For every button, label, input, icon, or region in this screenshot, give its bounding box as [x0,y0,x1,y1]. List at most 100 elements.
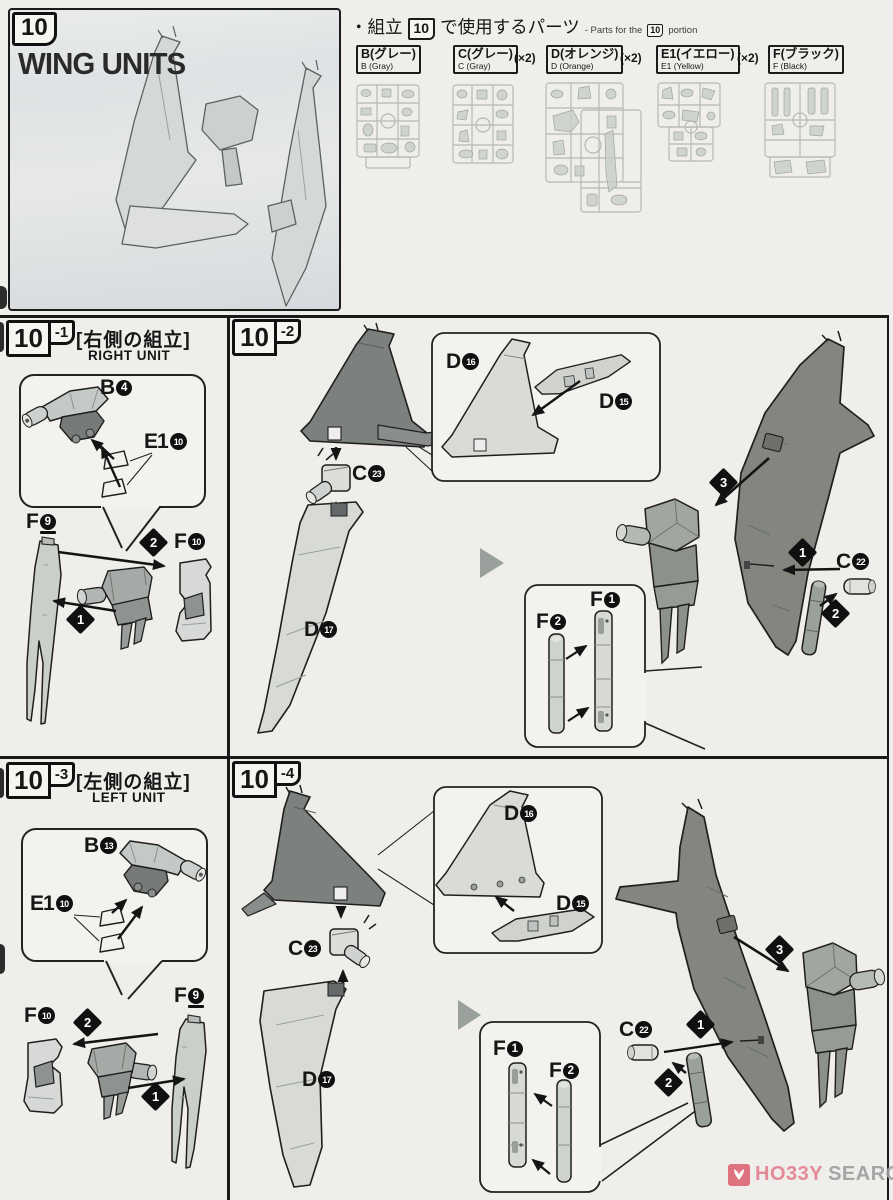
watermark-brand: HO33Y [755,1163,824,1185]
parts-header-en-pre: - Parts for the [584,25,643,36]
scan-edge-mark [0,322,4,352]
step-number: 10 [232,319,277,356]
runner-b-diagram [356,84,420,169]
part-f9-blade [26,536,62,725]
part-label-en: F (Black) [773,60,807,71]
pylon-assembly [615,498,700,665]
next-step-triangle-icon [458,1000,481,1030]
runner-c-diagram [452,84,514,164]
part-b4 [21,386,109,444]
part-missile [801,580,827,656]
step-number: 10 [232,761,277,798]
runner-d-diagram [545,82,642,213]
part-qty-d: (×2) [620,51,642,65]
part-box-b: B(グレー) B (Gray) [356,45,421,75]
divider-right-edge [887,315,889,1200]
part-f1-stick [594,610,613,732]
wing-d17 [259,980,347,1188]
tail-fin-dark [241,784,386,917]
panel-title-en: RIGHT UNIT [88,348,171,363]
part-assembly-center [87,1042,158,1120]
parts-needed-header: ・組立 10 で使用するパーツ - Parts for the 10 porti… [350,14,697,40]
wing-dark-left [615,798,795,1132]
part-label-en: D (Orange) [551,60,594,71]
step-number-box: 10 [407,18,436,40]
runner-e1-diagram [657,82,721,162]
wing-units-headline-box: 10 WING UNITS [8,8,341,311]
part-box-d: D(オレンジ) D (Orange) [546,45,624,75]
step-number-box-en: 10 [647,24,664,38]
next-step-triangle-icon [480,548,504,578]
part-c23 [305,464,351,505]
part-box-f: F(ブラック) F (Black) [768,45,844,75]
panel-10-2-illustration [257,322,876,750]
tail-fin-d16 [441,338,559,458]
tail-fin-d16 [435,790,545,898]
step-number: 10 [6,762,51,799]
wing-dark-right [734,330,875,656]
part-label-jp: F(ブラック) [773,47,839,61]
wing-units-illustration [115,25,327,307]
panel-10-1-illustration [19,374,212,725]
hobbysearch-logo-icon [728,1163,750,1186]
step-tag-10-3: 10 -3 [6,762,76,799]
step-subnumber: -4 [276,761,302,786]
step-subnumber: -2 [276,319,302,344]
part-box-c: C(グレー) C (Gray) [453,45,518,75]
panel-10-3-illustration [21,828,208,1169]
pylon-assembly [802,942,886,1109]
part-label-en: B (Gray) [361,60,394,71]
hobbysearch-watermark: HO33Y SEARCH [728,1163,893,1186]
part-f2-stick [556,1079,572,1183]
part-d15 [491,908,595,942]
part-label-en: E1 (Yellow) [661,60,704,71]
step-number: 10 [6,320,51,357]
part-f2-stick [548,633,565,734]
part-qty-c: (×2) [514,51,536,65]
part-label-jp: D(オレンジ) [551,47,619,61]
part-f10-bracket [23,1038,63,1114]
part-f9-blade [171,1014,207,1169]
step-subnumber: -1 [50,320,76,345]
scan-edge-mark [0,768,4,798]
part-label-en: C (Gray) [458,60,491,71]
divider-vertical-bottom [227,756,230,1200]
part-label-jp: B(グレー) [361,47,416,61]
part-label-jp: E1(イエロー) [661,47,735,61]
divider-horizontal-mid [0,756,889,759]
part-label-jp: C(グレー) [458,47,513,61]
part-c23 [329,928,371,969]
panel-10-4-illustration [241,784,886,1193]
part-qty-e1: (×2) [737,51,759,65]
part-f10-bracket [175,558,212,642]
scan-edge-mark [0,944,5,974]
panel-title-en: LEFT UNIT [92,790,166,805]
step-number: 10 [12,12,57,46]
scan-edge-mark [0,286,7,309]
wing-d17 [257,501,364,734]
parts-header-jp-post: で使用するパーツ [440,17,580,37]
step-tag-10-1: 10 -1 [6,320,76,357]
divider-horizontal-top [0,315,889,318]
